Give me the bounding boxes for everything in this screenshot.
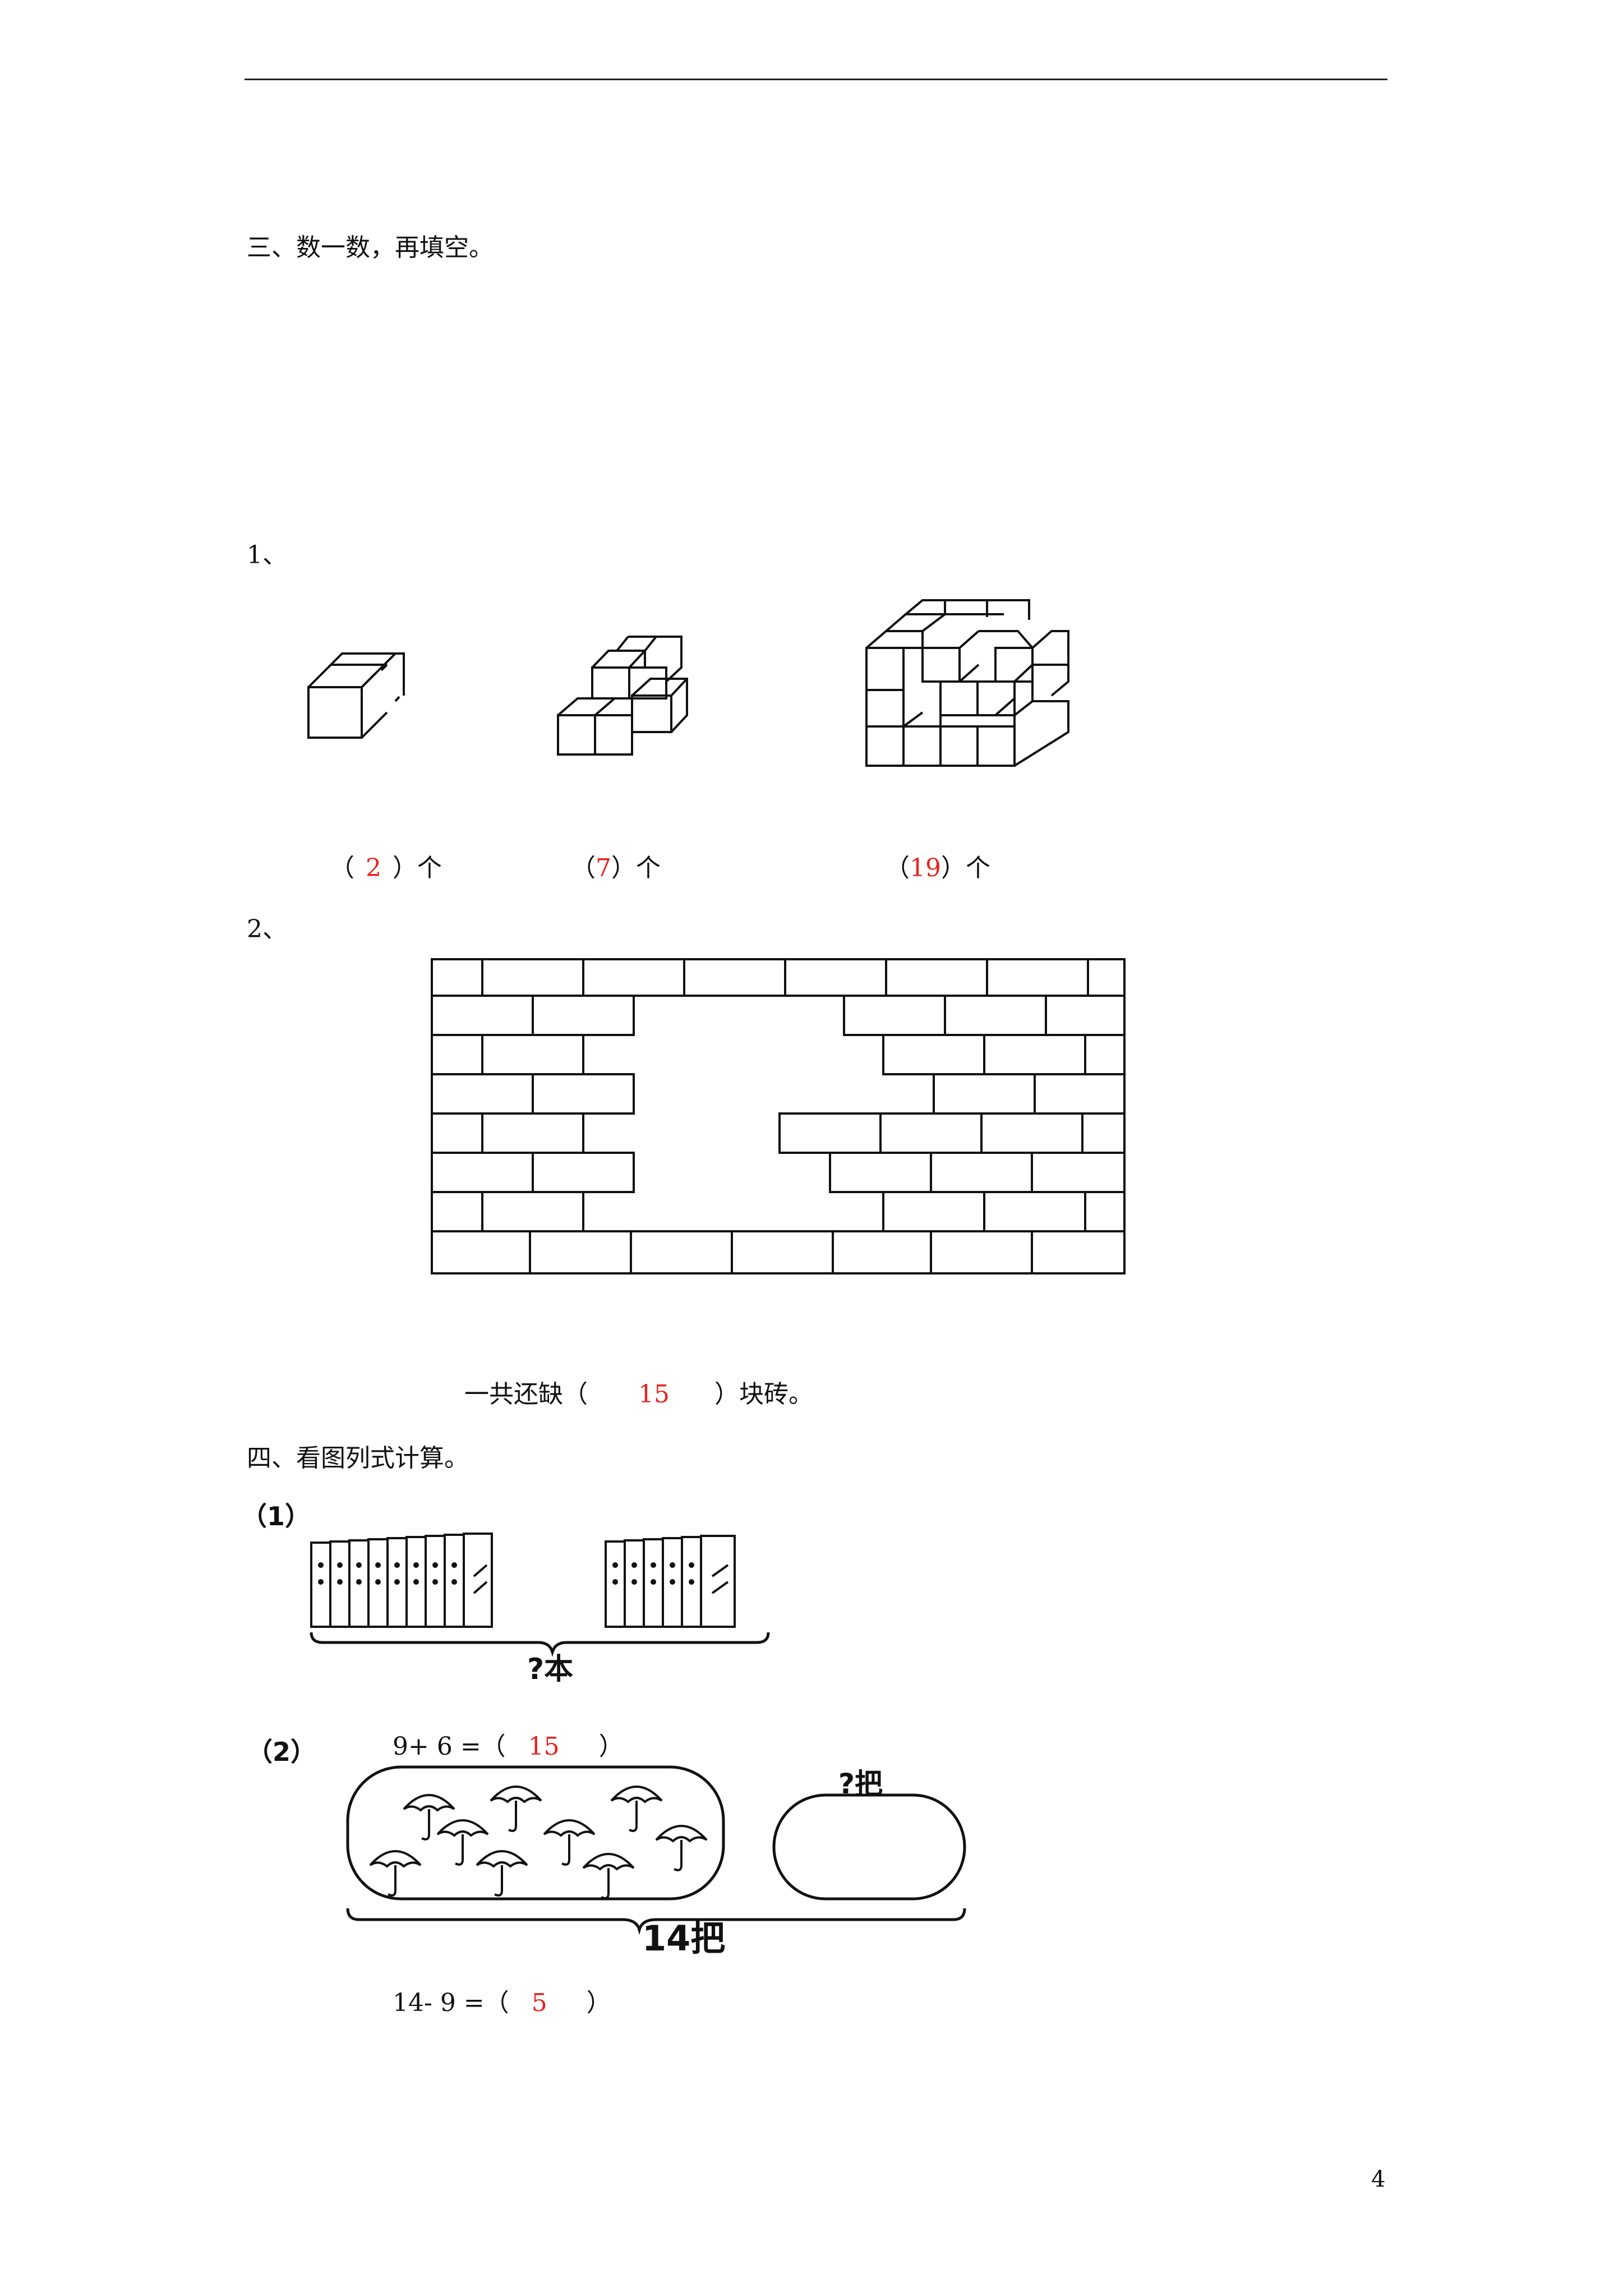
equation-2-left: 14- 9 =（ xyxy=(392,1989,509,2017)
problem-2-label: （2） xyxy=(247,1737,317,1767)
q2-sentence-end: ）块砖。 xyxy=(714,1380,813,1409)
answer-1-value: 2 xyxy=(365,854,381,882)
books-caption: ?本 xyxy=(527,1653,574,1686)
q2-label: 2、 xyxy=(247,915,287,944)
section4-heading: 四、看图列式计算。 xyxy=(247,1444,469,1473)
answer-3-value: 19 xyxy=(909,854,941,882)
equation-1-value: 15 xyxy=(528,1732,560,1761)
equation-2-value: 5 xyxy=(531,1989,547,2017)
answer-2: （7）个 xyxy=(555,831,661,881)
q2-answer: 一共还缺（ 15 ）块砖。 xyxy=(449,1358,813,1407)
cube-figure-1 xyxy=(307,652,405,739)
equation-1-right: ） xyxy=(598,1732,624,1761)
q1-label: 1、 xyxy=(247,541,287,569)
cube-figure-3 xyxy=(865,599,1069,767)
books-illustration xyxy=(310,1533,770,1657)
answer-2-value: 7 xyxy=(595,854,611,882)
umbrellas-total-caption: 14把 xyxy=(642,1918,726,1959)
q2-sentence-start: 一共还缺（ xyxy=(464,1380,588,1409)
page-number: 4 xyxy=(1371,2166,1386,2192)
equation-1-left: 9+ 6 =（ xyxy=(392,1732,506,1761)
section3-heading: 三、数一数，再填空。 xyxy=(247,233,494,262)
q2-answer-value: 15 xyxy=(638,1380,670,1409)
umbrellas-illustration xyxy=(346,1765,966,1935)
answer-1-close: ）个 xyxy=(392,854,442,882)
answer-2-close: ）个 xyxy=(611,854,661,882)
answer-1-open: （ xyxy=(329,854,354,882)
equation-1: 9+ 6 =（ 15 ） xyxy=(377,1710,624,1759)
header-rule xyxy=(245,79,1387,80)
answer-3-open: （ xyxy=(884,854,910,882)
answer-2-open: （ xyxy=(570,854,596,882)
equation-2: 14- 9 =（ 5 ） xyxy=(377,1966,611,2016)
answer-3: （19）个 xyxy=(869,831,990,881)
cube-figure-2 xyxy=(557,636,688,756)
problem-1-label: （1） xyxy=(241,1501,311,1531)
brick-wall xyxy=(431,958,1126,1274)
answer-1: （ 2 ）个 xyxy=(314,831,442,881)
umbrellas-small-caption: ?把 xyxy=(838,1768,883,1800)
answer-3-close: ）个 xyxy=(940,854,990,882)
equation-2-right: ） xyxy=(586,1989,611,2017)
